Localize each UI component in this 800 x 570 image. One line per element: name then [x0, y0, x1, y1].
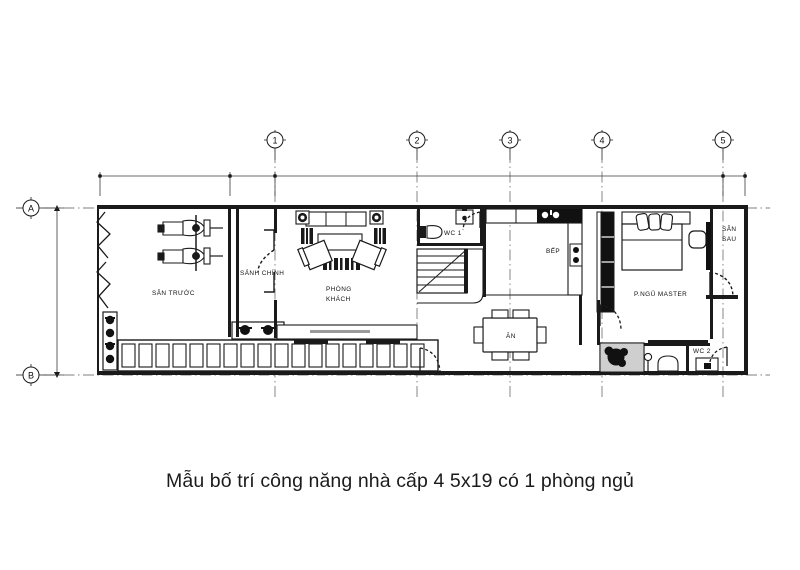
bed — [621, 223, 683, 271]
wall-hall-right — [236, 207, 239, 337]
door-wc1 — [462, 211, 481, 231]
tap-icon — [643, 352, 653, 371]
pillows — [635, 213, 674, 231]
toilet-wc1 — [420, 225, 443, 239]
motorbike-2 — [157, 243, 223, 271]
grid-label-2: 2 — [414, 136, 419, 146]
wall-hall-left — [228, 207, 231, 337]
room-san-sau: SÂN SAU — [706, 209, 738, 339]
grid-label-5: 5 — [720, 136, 725, 146]
door-bedroom — [599, 304, 622, 330]
dining-chairs — [473, 309, 547, 361]
grid-marker-b: B — [16, 364, 46, 386]
garden-shrub — [604, 346, 628, 367]
front-fence — [117, 339, 439, 372]
door-san-sau — [709, 271, 734, 297]
door-living-bottom — [419, 347, 441, 372]
label-an: ĂN — [506, 331, 516, 340]
grid-marker-3: 3 — [499, 130, 521, 160]
label-wc-1: WC 1 — [444, 230, 462, 237]
stove — [569, 243, 583, 267]
folding-gate — [96, 211, 111, 309]
room-phong-khach: PHÒNG KHÁCH — [274, 207, 441, 372]
room-an: ĂN — [473, 309, 547, 361]
grid-marker-5: 5 — [712, 130, 734, 160]
planter-left — [102, 311, 118, 371]
side-rail-right — [374, 228, 386, 244]
window-band — [294, 340, 400, 344]
wall-east — [744, 205, 748, 375]
dimension-lines — [44, 172, 748, 378]
room-san-truoc: SÂN TRƯỚC — [96, 211, 223, 371]
armchair-left — [297, 239, 334, 271]
planter-hall — [231, 321, 285, 340]
label-san-truoc: SÂN TRƯỚC — [152, 288, 195, 297]
grid-markers-left: A B — [16, 197, 46, 386]
label-san-sau-2: SAU — [722, 236, 737, 243]
side-table — [688, 230, 707, 249]
grid-markers-top: 1 2 3 4 5 — [264, 130, 734, 160]
wall-north — [97, 205, 748, 209]
grid-marker-4: 4 — [591, 130, 613, 160]
grid-label-3: 3 — [507, 136, 512, 146]
grid-marker-a: A — [16, 197, 46, 219]
grid-marker-2: 2 — [406, 130, 428, 160]
toilet-wc2 — [695, 357, 719, 372]
wall-west — [97, 205, 99, 375]
room-bep: BẾP — [483, 207, 583, 297]
interior-partitions — [417, 290, 582, 345]
label-phong-khach-2: KHÁCH — [326, 294, 351, 303]
speaker-right — [369, 210, 384, 225]
label-sanh-chinh: SẢNH CHÍNH — [240, 268, 284, 277]
wall-bedroom-left — [597, 300, 600, 345]
label-bep: BẾP — [546, 245, 560, 255]
wall-south — [97, 371, 748, 375]
tv-console — [305, 211, 367, 227]
sink-wc1 — [455, 206, 474, 225]
wall-kitchen-left — [483, 207, 486, 297]
grid-label-4: 4 — [599, 136, 604, 146]
label-san-sau-1: SÂN — [722, 224, 737, 233]
room-wc-1: WC 1 — [417, 206, 483, 246]
outer-walls — [97, 205, 748, 375]
grid-label-a: A — [28, 204, 34, 214]
kitchen-sink — [537, 209, 565, 223]
door-wc2 — [708, 346, 728, 369]
speaker-left — [295, 210, 310, 225]
label-phong-khach-1: PHÒNG — [326, 284, 352, 293]
wc2-counter-band — [648, 340, 708, 344]
figure-caption: Mẫu bố trí công năng nhà cấp 4 5x19 có 1… — [166, 470, 634, 492]
side-rail-left — [301, 228, 313, 244]
wall-backyard-left — [710, 209, 713, 339]
room-wc-2: WC 2 — [643, 343, 728, 372]
label-wc-2: WC 2 — [693, 348, 711, 355]
grid-label-1: 1 — [272, 136, 277, 146]
grid-marker-1: 1 — [264, 130, 286, 160]
label-ngu-master: P.NGỦ MASTER — [634, 289, 687, 298]
backyard-fixture — [706, 222, 711, 270]
garden-plot — [599, 342, 645, 373]
armchair-right — [350, 239, 387, 271]
motorbike-1 — [157, 215, 223, 243]
wardrobe — [596, 211, 615, 313]
grid-label-b: B — [28, 371, 34, 381]
staircase — [416, 248, 484, 304]
basin-wc2 — [657, 355, 679, 372]
